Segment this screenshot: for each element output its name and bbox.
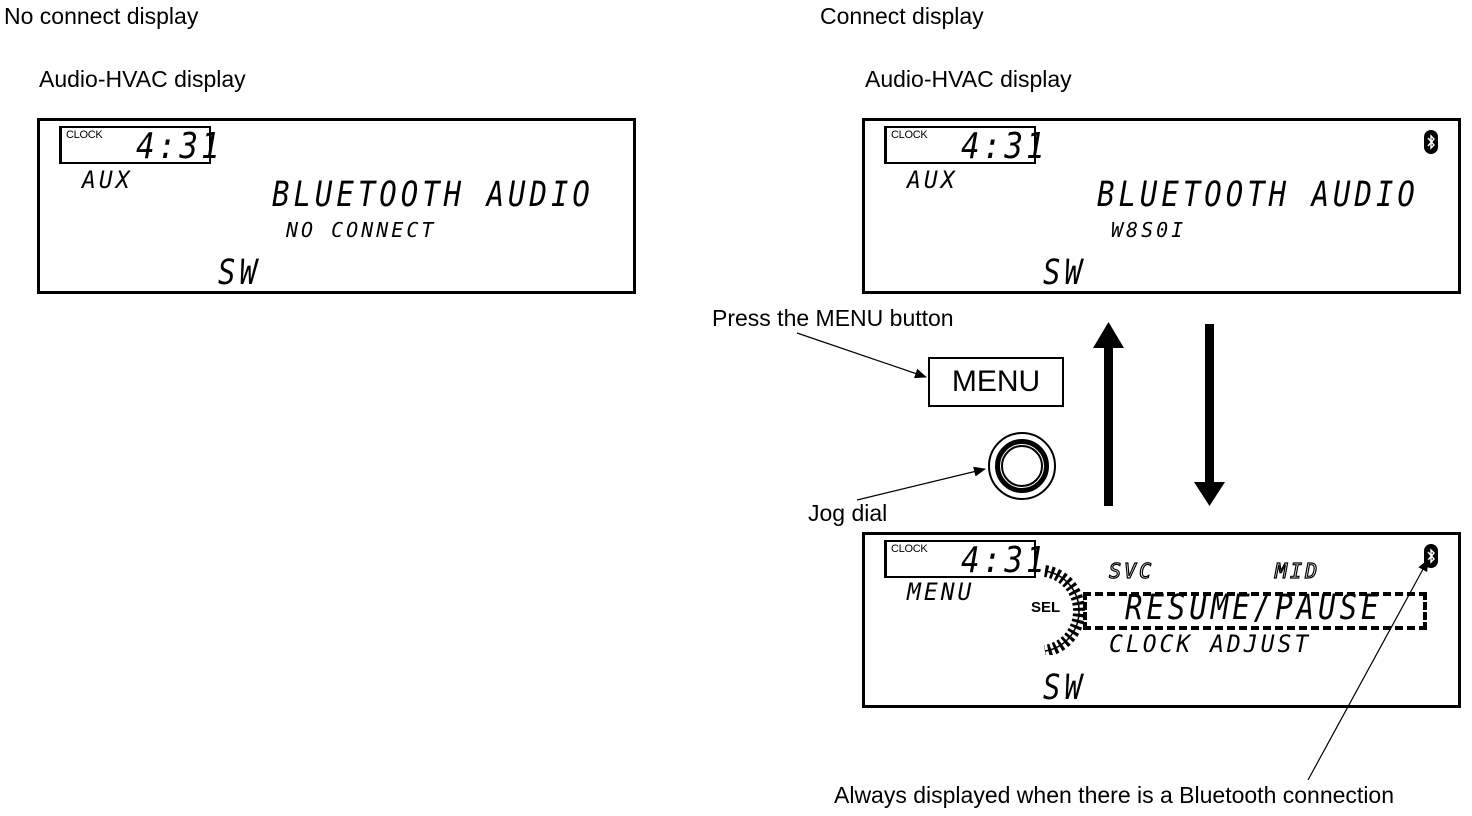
jog-leader-line: [856, 466, 986, 501]
lcd-line1: BLUETOOTH AUDIO: [1097, 173, 1419, 215]
lcd-footer: SW: [1043, 251, 1086, 293]
bluetooth-icon: [1424, 130, 1438, 154]
lcd-footer: SW: [1043, 666, 1086, 708]
lcd-line2: NO CONNECT: [286, 218, 437, 242]
sel-label: SEL: [1031, 599, 1061, 616]
left-title: No connect display: [4, 3, 199, 29]
jog-dial[interactable]: [988, 432, 1056, 500]
jog-dial-ring: [995, 439, 1049, 493]
lcd-line2: W8S0I: [1111, 218, 1187, 242]
right-title: Connect display: [820, 3, 984, 29]
no-connect-screen: CLOCK 4:31 AUX BLUETOOTH AUDIO NO CONNEC…: [37, 118, 636, 294]
clock-time: 4:31: [136, 125, 223, 168]
clock-tag: CLOCK: [891, 129, 928, 141]
selected-item: RESUME/PAUSE: [1125, 586, 1383, 628]
connect-screen: CLOCK 4:31 AUX BLUETOOTH AUDIO W8S0I SW: [862, 118, 1461, 294]
menu-screen: CLOCK 4:31 MENU SVC MID SEL RESUME/PAUSE…: [862, 532, 1461, 708]
press-menu-label: Press the MENU button: [712, 305, 954, 331]
jog-dial-knob: [1001, 445, 1043, 487]
clock-time: 4:31: [961, 539, 1048, 582]
source-label: AUX: [907, 166, 958, 195]
jog-dial-label: Jog dial: [808, 500, 888, 526]
clock-tag: CLOCK: [66, 129, 103, 141]
menu-leader-line: [796, 332, 927, 379]
next-item: CLOCK ADJUST: [1109, 630, 1312, 659]
clock-box: CLOCK 4:31: [884, 540, 1045, 579]
sel-arc-icon: [1043, 565, 1086, 655]
left-subtitle: Audio-HVAC display: [39, 66, 246, 92]
up-arrow-icon: [1093, 322, 1124, 506]
bluetooth-icon: [1424, 544, 1438, 568]
source-label: AUX: [82, 166, 133, 195]
clock-box: CLOCK 4:31: [59, 126, 220, 165]
bluetooth-note-label: Always displayed when there is a Bluetoo…: [834, 782, 1395, 808]
mid-label: MID: [1274, 559, 1321, 583]
lcd-line1: BLUETOOTH AUDIO: [272, 173, 594, 215]
clock-box: CLOCK 4:31: [884, 126, 1045, 165]
mode-label: MENU: [907, 578, 975, 607]
clock-tag: CLOCK: [891, 543, 928, 555]
right-subtitle: Audio-HVAC display: [865, 66, 1072, 92]
clock-time: 4:31: [961, 125, 1048, 168]
lcd-footer: SW: [218, 251, 261, 293]
down-arrow-icon: [1194, 324, 1225, 506]
transition-arrows: [1093, 322, 1225, 506]
menu-button[interactable]: MENU: [928, 357, 1064, 407]
svc-label: SVC: [1108, 559, 1155, 583]
